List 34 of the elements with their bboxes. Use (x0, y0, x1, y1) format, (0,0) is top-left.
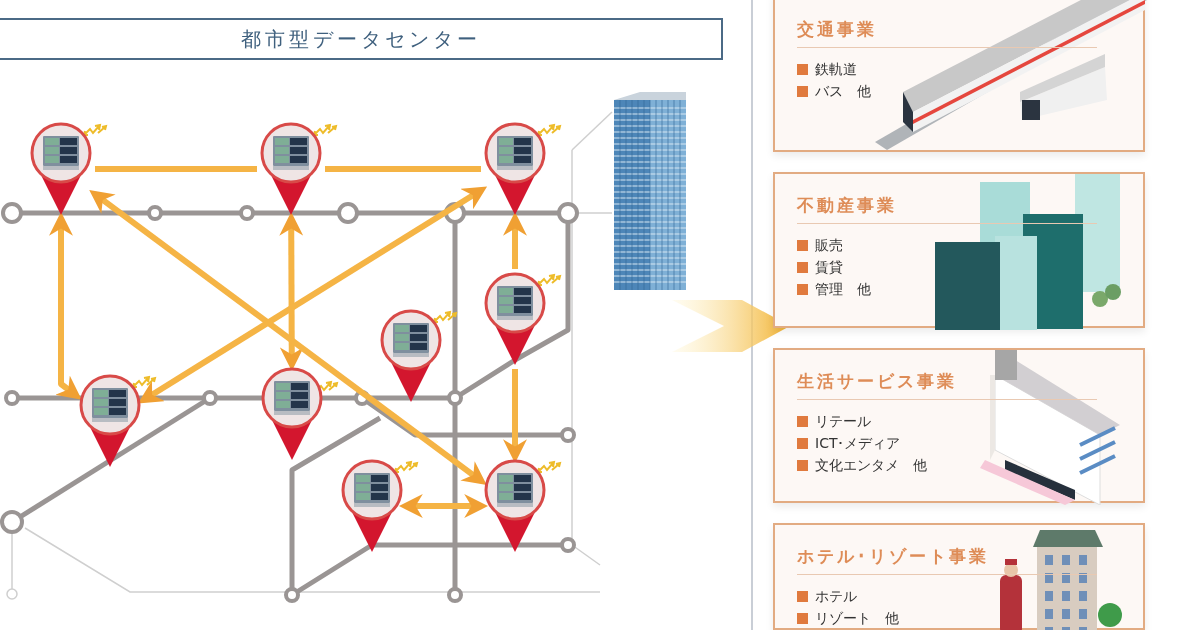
server-location-pin (259, 121, 323, 217)
server-location-pin (483, 458, 547, 554)
business-card (773, 348, 1145, 503)
double-arrow (49, 211, 82, 400)
double-arrow (89, 189, 487, 486)
list-item: ICT･メディア (797, 432, 901, 454)
business-card (773, 172, 1145, 328)
card-heading: 交通事業 (797, 18, 877, 41)
card-heading: 生活サービス事業 (797, 370, 957, 393)
server-location-pin (483, 271, 547, 367)
business-card (773, 523, 1145, 630)
connector-line (325, 166, 481, 172)
list-item: 文化エンタメ 他 (797, 454, 927, 476)
card-heading: ホテル･リゾート事業 (797, 545, 989, 568)
list-item: 鉄軌道 (797, 58, 857, 80)
title-box: 都市型データセンター (0, 18, 723, 60)
server-location-pin (483, 121, 547, 217)
list-item: 販売 (797, 234, 843, 256)
connector-line (95, 166, 257, 172)
card-heading: 不動産事業 (797, 194, 897, 217)
server-location-pin (29, 121, 93, 217)
list-item: 管理 他 (797, 278, 871, 300)
list-item: リゾート 他 (797, 607, 899, 629)
list-item: バス 他 (797, 80, 871, 102)
list-item: 賃貸 (797, 256, 843, 278)
server-location-pin (379, 308, 443, 404)
double-arrow (398, 494, 489, 518)
business-card (773, 0, 1145, 152)
server-location-pin (78, 373, 142, 469)
list-item: リテール (797, 410, 871, 432)
list-item: ホテル (797, 585, 857, 607)
arrow (503, 211, 527, 269)
server-location-pin (340, 458, 404, 554)
server-location-pin (260, 366, 324, 462)
